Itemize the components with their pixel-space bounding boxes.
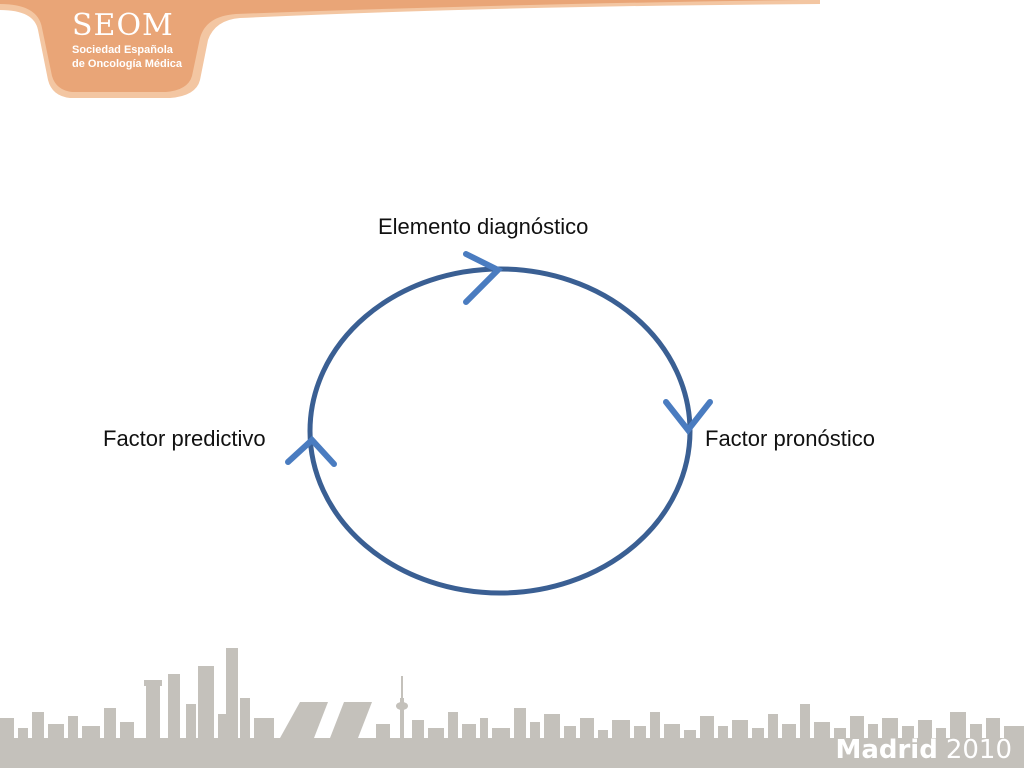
node-label-predictive: Factor predictivo <box>103 426 266 451</box>
cycle-ellipse <box>307 266 693 596</box>
header-band <box>0 0 800 92</box>
node-label-diagnostic: Elemento diagnóstico <box>378 214 589 239</box>
arrow-top-icon <box>463 251 504 305</box>
node-label-prognostic: Factor pronóstico <box>705 426 875 451</box>
footer-city-name: Madrid <box>835 735 938 765</box>
footer-year: 2010 <box>945 735 1012 765</box>
org-logo-text: SEOM <box>72 8 174 43</box>
org-name-line-2: de Oncología Médica <box>72 58 183 70</box>
arrow-right-icon <box>663 399 713 435</box>
header-logo-band <box>0 0 820 98</box>
org-name-line-1: Sociedad Española <box>72 44 173 56</box>
city-skyline-image <box>0 648 1024 768</box>
arrow-left-icon <box>285 435 337 467</box>
